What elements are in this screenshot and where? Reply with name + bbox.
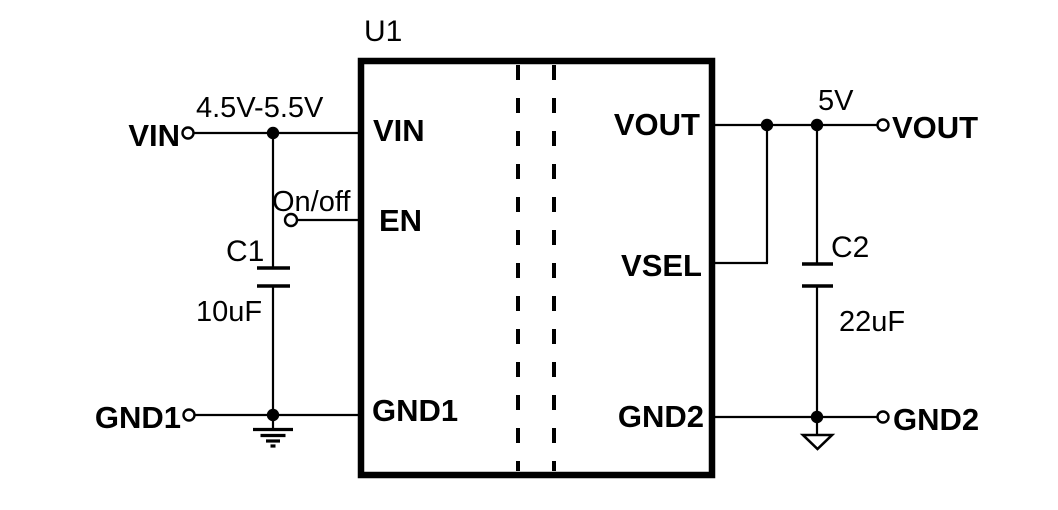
junction-dot-gnd2	[810, 410, 824, 424]
output-voltage-annotation: 5V	[818, 85, 854, 117]
terminal-circle-gnd2	[876, 410, 890, 424]
c1-value: 10uF	[196, 296, 262, 328]
junction-dot-gnd1	[266, 408, 280, 422]
terminal-circle-vin	[181, 126, 195, 140]
pin-label-en: EN	[379, 203, 422, 238]
terminal-circle-en	[283, 212, 299, 228]
terminal-label-gnd2: GND2	[893, 402, 979, 437]
triangle-ground-icon	[799, 422, 836, 451]
c1-refdes: C1	[226, 235, 264, 268]
earth-ground-icon	[253, 420, 293, 448]
terminal-label-gnd1: GND1	[95, 400, 181, 435]
pin-label-gnd2: GND2	[618, 399, 704, 434]
pin-label-vsel: VSEL	[621, 248, 702, 283]
input-voltage-annotation: 4.5V-5.5V	[196, 92, 324, 124]
terminal-label-vin: VIN	[128, 118, 180, 153]
terminal-circle-gnd1	[182, 408, 196, 422]
ic-designator: U1	[364, 15, 402, 48]
terminal-circle-vout	[876, 118, 890, 132]
pin-label-gnd1: GND1	[372, 393, 458, 428]
c2-refdes: C2	[831, 231, 869, 264]
c2-value: 22uF	[839, 306, 905, 338]
pin-label-vout: VOUT	[614, 107, 700, 142]
enable-annotation: On/off	[272, 186, 351, 218]
ic-body	[357, 57, 716, 479]
pin-label-vin: VIN	[373, 113, 425, 148]
terminal-label-vout: VOUT	[892, 110, 978, 145]
